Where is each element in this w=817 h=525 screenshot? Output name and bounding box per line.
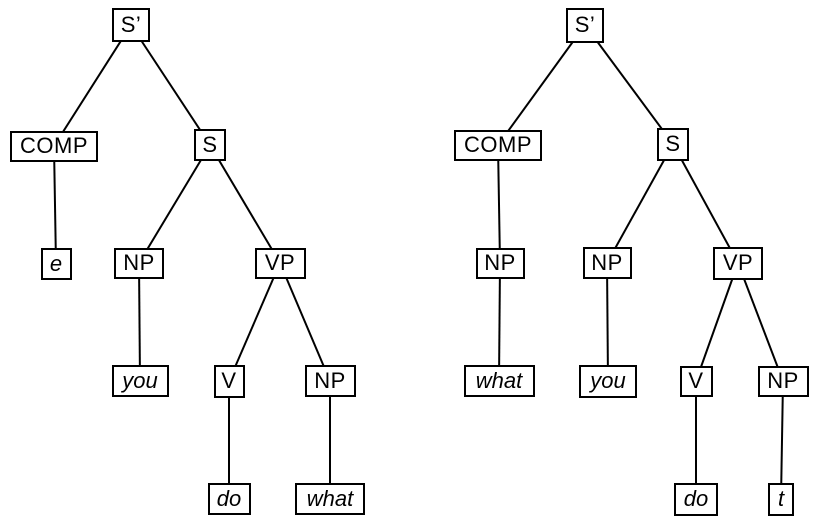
- edge-right-tree-vp-np-obj: [737, 262, 784, 382]
- node-left-tree-v: V: [213, 364, 245, 398]
- node-right-tree-vp: VP: [713, 246, 763, 280]
- edge-right-tree-s-bar-comp: [497, 24, 586, 146]
- edge-right-tree-np-subj-you: [606, 262, 609, 382]
- edge-left-tree-s-np-subj: [138, 144, 211, 264]
- node-left-tree-what: what: [295, 483, 365, 515]
- node-left-tree-s: S: [194, 129, 226, 161]
- node-left-tree-do: do: [207, 483, 251, 515]
- node-right-tree-np-obj: NP: [757, 365, 809, 397]
- node-right-tree-s: S: [657, 127, 689, 161]
- node-left-tree-vp: VP: [254, 247, 306, 279]
- edge-right-tree-s-bar-s: [584, 24, 674, 145]
- node-right-tree-np-subj: NP: [582, 247, 632, 279]
- node-right-tree-do: do: [674, 482, 718, 516]
- edge-left-tree-vp-v: [228, 262, 281, 382]
- node-left-tree-e: e: [40, 248, 72, 280]
- node-right-tree-v: V: [679, 365, 713, 397]
- edge-left-tree-s-bar-s: [130, 24, 211, 146]
- edge-right-tree-comp-np-comp: [497, 144, 501, 264]
- node-right-tree-you: you: [579, 364, 637, 398]
- node-left-tree-comp: COMP: [10, 130, 98, 162]
- node-left-tree-np-subj: NP: [114, 247, 164, 279]
- node-right-tree-comp: COMP: [454, 129, 542, 161]
- node-right-tree-np-comp: NP: [475, 247, 525, 279]
- node-right-tree-t: t: [768, 482, 794, 516]
- edge-right-tree-s-np-subj: [606, 143, 674, 264]
- node-left-tree-you: you: [111, 365, 169, 397]
- edge-right-tree-s-vp: [672, 143, 739, 264]
- edge-right-tree-np-obj-t: [780, 380, 784, 500]
- node-left-tree-np-obj: NP: [304, 365, 356, 397]
- edge-left-tree-s-bar-comp: [53, 24, 132, 147]
- edge-left-tree-np-subj-you: [138, 262, 141, 382]
- edge-left-tree-comp-e: [53, 145, 57, 265]
- node-right-tree-what: what: [463, 365, 535, 397]
- node-right-tree-s-bar: S’: [566, 7, 604, 43]
- edge-right-tree-np-comp-what: [498, 262, 501, 382]
- node-left-tree-s-bar: S’: [112, 8, 150, 42]
- edge-right-tree-vp-v: [695, 262, 739, 382]
- edge-left-tree-vp-np-obj: [279, 262, 331, 382]
- edge-left-tree-s-vp: [209, 144, 281, 264]
